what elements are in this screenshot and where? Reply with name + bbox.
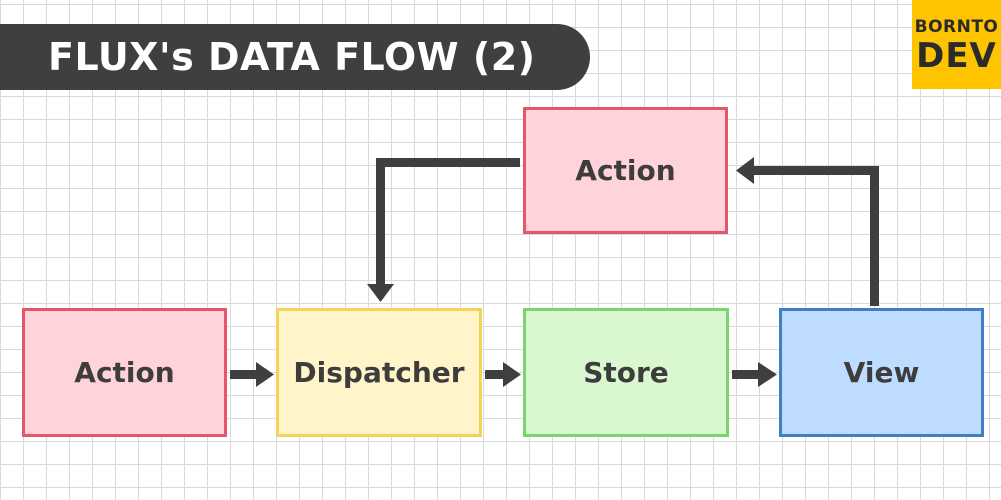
view-node: View: [779, 308, 984, 437]
arrow-action-to-dispatcher: [230, 362, 274, 387]
action-node-left-label: Action: [74, 356, 175, 389]
arrow-action-to-dispatcher-top: [367, 158, 520, 302]
arrow-view-to-action: [736, 157, 879, 306]
page-title: FLUX's DATA FLOW (2): [48, 35, 536, 79]
arrow-dispatcher-to-store: [485, 362, 521, 387]
logo-bottom-text: DEV: [916, 36, 997, 76]
bornto-dev-logo: BORNTO DEV: [912, 0, 1001, 89]
title-banner: [0, 24, 590, 90]
dispatcher-node: Dispatcher: [276, 308, 482, 437]
logo-top-text: BORNTO: [914, 17, 999, 37]
action-node-top-label: Action: [575, 154, 676, 187]
arrow-store-to-view: [732, 362, 777, 387]
store-node-label: Store: [583, 356, 669, 389]
dispatcher-node-label: Dispatcher: [293, 356, 465, 389]
store-node: Store: [523, 308, 729, 437]
view-node-label: View: [843, 356, 920, 389]
action-node-top: Action: [523, 107, 728, 234]
action-node-left: Action: [22, 308, 227, 437]
